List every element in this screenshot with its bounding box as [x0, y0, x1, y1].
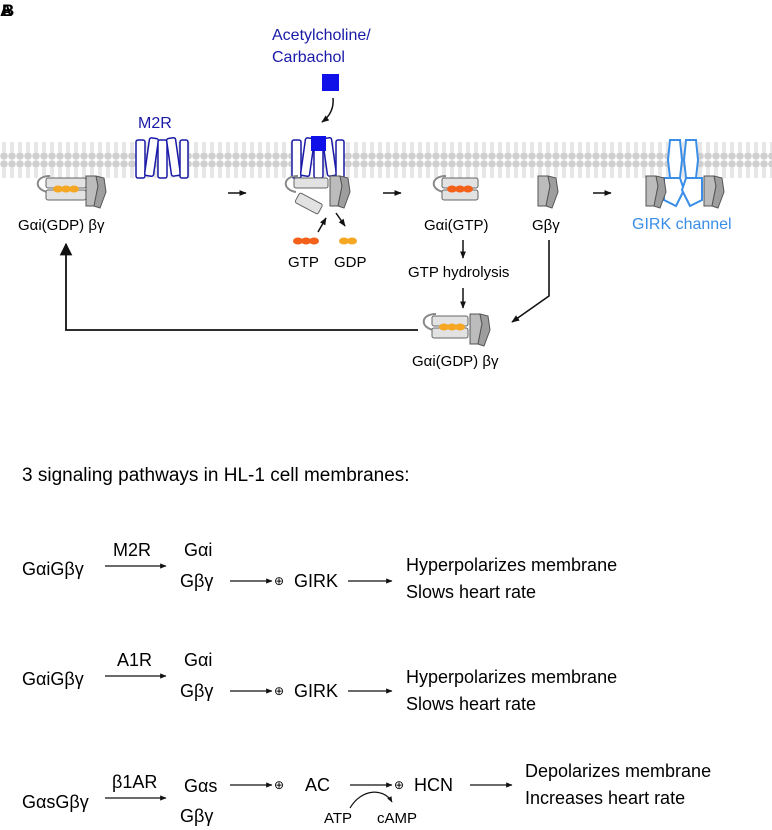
p3-enzyme: AC — [305, 775, 330, 795]
girk-channel-icon — [645, 139, 725, 209]
pathway-3: GαsGβγ β1AR Gαs Gβγ ⊕ AC ⊕ ATP cAMP HCN … — [22, 761, 711, 827]
p2-plus-sign: ⊕ — [274, 684, 284, 698]
p3-alpha: Gαs — [184, 776, 217, 796]
p3-plus-sign-2: ⊕ — [394, 778, 404, 792]
p1-effect1: Hyperpolarizes membrane — [406, 555, 617, 575]
p1-alpha: Gαi — [184, 540, 212, 560]
galpha-gtp-icon — [432, 175, 479, 201]
pathways-heading: 3 signaling pathways in HL-1 cell membra… — [22, 465, 410, 486]
membrane-bilayer — [0, 138, 772, 178]
p2-betagamma: Gβγ — [180, 681, 213, 701]
active-alpha-label: Gαi(GTP) — [424, 217, 489, 234]
p3-atp: ATP — [324, 810, 352, 827]
beta-gamma-label: Gβγ — [532, 217, 560, 234]
receptor-label: M2R — [138, 115, 172, 132]
panel-label-b: B — [2, 1, 14, 20]
channel-label: GIRK channel — [632, 216, 732, 233]
p3-effect1: Depolarizes membrane — [525, 761, 711, 781]
p2-target: GIRK — [294, 681, 338, 701]
p2-substrate: GαiGβγ — [22, 669, 84, 689]
pathway-2: GαiGβγ A1R Gαi Gβγ ⊕ GIRK Hyperpolarizes… — [22, 650, 617, 714]
p2-receptor: A1R — [117, 650, 152, 670]
p2-effect2: Slows heart rate — [406, 694, 536, 714]
gdp-label: GDP — [334, 254, 367, 271]
recycle-arrow — [59, 242, 418, 331]
ligand-label-line2: Carbachol — [272, 49, 345, 66]
p1-receptor: M2R — [113, 540, 151, 560]
p3-betagamma: Gβγ — [180, 806, 213, 826]
gtp-in-arrow — [317, 217, 327, 233]
ligand-square-bound — [311, 136, 326, 151]
panel-label-a: A — [0, 1, 12, 20]
p1-betagamma: Gβγ — [180, 571, 213, 591]
reformed-complex-label: Gαi(GDP) βγ — [412, 353, 499, 370]
p3-target: HCN — [414, 775, 453, 795]
gtp-label: GTP — [288, 254, 319, 271]
p1-effect2: Slows heart rate — [406, 582, 536, 602]
p3-plus-sign-1: ⊕ — [274, 778, 284, 792]
pathway-1: GαiGβγ M2R Gαi Gβγ ⊕ GIRK Hyperpolarizes… — [22, 540, 617, 602]
p1-plus-sign: ⊕ — [274, 574, 284, 588]
gdp-out-arrow — [335, 212, 346, 227]
ligand-label-line1: Acetylcholine/ — [272, 27, 371, 44]
p3-substrate: GαsGβγ — [22, 792, 89, 812]
p2-effect1: Hyperpolarizes membrane — [406, 667, 617, 687]
atp-camp-conversion-arrow — [349, 791, 393, 809]
p2-alpha: Gαi — [184, 650, 212, 670]
p3-effect2: Increases heart rate — [525, 788, 685, 808]
g-protein-inactive-icon — [36, 175, 107, 209]
gbetagamma-icon — [537, 175, 559, 209]
p1-target: GIRK — [294, 571, 338, 591]
hydrolysis-label: GTP hydrolysis — [408, 264, 509, 281]
ligand-binding-arrow — [321, 97, 334, 123]
p1-substrate: GαiGβγ — [22, 559, 84, 579]
p3-receptor: β1AR — [112, 772, 157, 792]
gbetagamma-return-arrow — [511, 240, 550, 323]
inactive-complex-label: Gαi(GDP) βγ — [18, 217, 105, 234]
gtp-molecule-icon — [293, 237, 319, 245]
m2r-receptor-icon — [135, 136, 189, 179]
g-protein-reformed-icon — [422, 313, 491, 347]
g-protein-exchange-icon — [284, 175, 351, 215]
p3-camp: cAMP — [377, 810, 417, 827]
ligand-square-free — [322, 74, 339, 91]
gdp-molecule-icon — [339, 237, 357, 245]
